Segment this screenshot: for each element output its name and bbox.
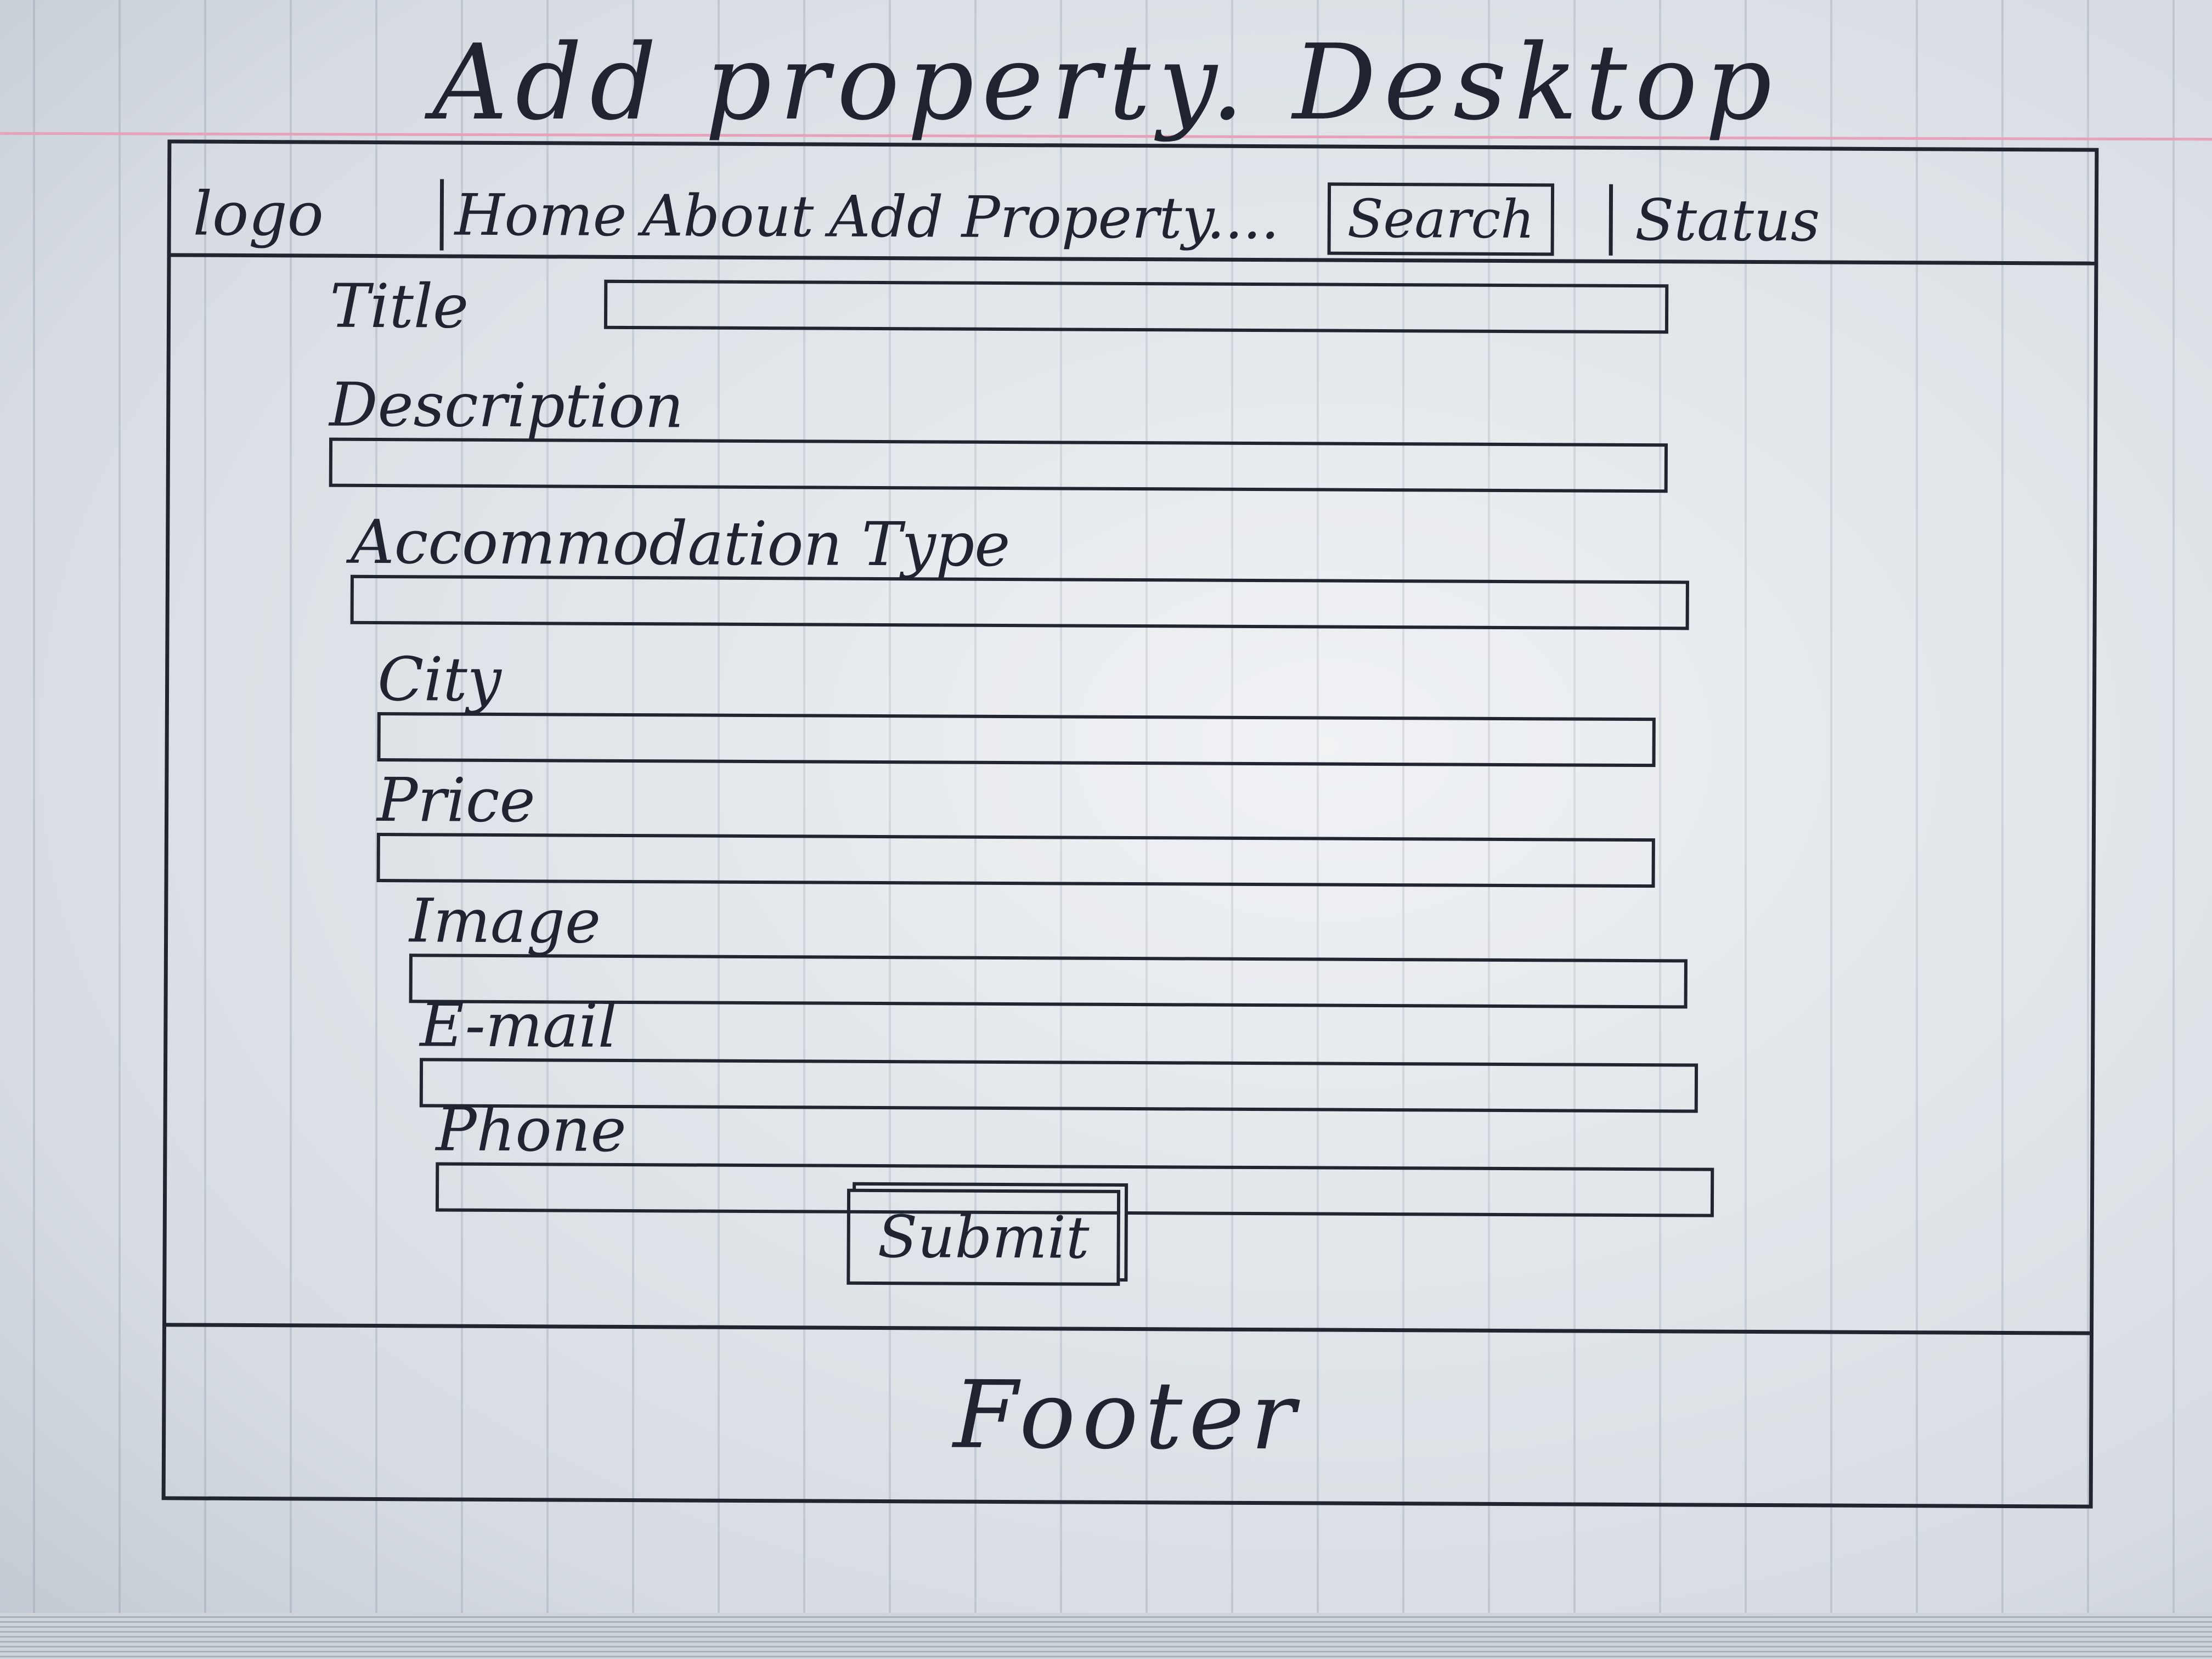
footer: Footer xyxy=(165,1323,2090,1505)
city-field-row: City xyxy=(377,644,1853,774)
nav-link-add-property[interactable]: Add Property.... xyxy=(829,183,1280,252)
page-title: Add property. Desktop xyxy=(432,22,1780,143)
description-field-row: Description xyxy=(329,369,1854,516)
image-label: Image xyxy=(409,885,601,957)
nav-link-about[interactable]: About xyxy=(642,182,814,250)
accommodation-type-label: Accommodation Type xyxy=(350,506,1011,580)
price-label: Price xyxy=(376,765,535,836)
description-label: Description xyxy=(329,369,684,442)
logo[interactable]: logo xyxy=(193,178,324,250)
accommodation-type-field-row: Accommodation Type xyxy=(350,506,1854,653)
nav-links: Home About Add Property.... Search xyxy=(439,179,1555,256)
accommodation-type-input[interactable] xyxy=(350,574,1689,630)
email-field-row: E-mail xyxy=(419,990,1852,1113)
title-input[interactable] xyxy=(603,279,1669,334)
status-button[interactable]: Status xyxy=(1609,184,1820,256)
price-input[interactable] xyxy=(376,833,1655,888)
navbar: logo Home About Add Property.... Search … xyxy=(171,173,2095,266)
description-input[interactable] xyxy=(329,437,1668,493)
submit-wrapper: Submit xyxy=(847,1188,1120,1286)
image-field-row: Image xyxy=(409,885,1853,1009)
footer-label: Footer xyxy=(953,1361,1302,1471)
search-button[interactable]: Search xyxy=(1327,182,1555,256)
nav-link-home[interactable]: Home xyxy=(454,181,627,249)
price-field-row: Price xyxy=(376,765,1853,894)
city-input[interactable] xyxy=(377,712,1656,768)
submit-button[interactable]: Submit xyxy=(847,1188,1120,1286)
city-label: City xyxy=(377,644,502,715)
email-label: E-mail xyxy=(420,990,618,1061)
phone-field-row: Phone xyxy=(435,1094,1852,1217)
desktop-frame: logo Home About Add Property.... Search … xyxy=(161,139,2099,1509)
add-property-form: Title Description Accommodation Type Cit… xyxy=(326,271,1855,1217)
notebook-page-edges xyxy=(0,1613,2212,1659)
phone-label: Phone xyxy=(436,1094,627,1165)
title-field-row: Title xyxy=(330,271,1855,379)
